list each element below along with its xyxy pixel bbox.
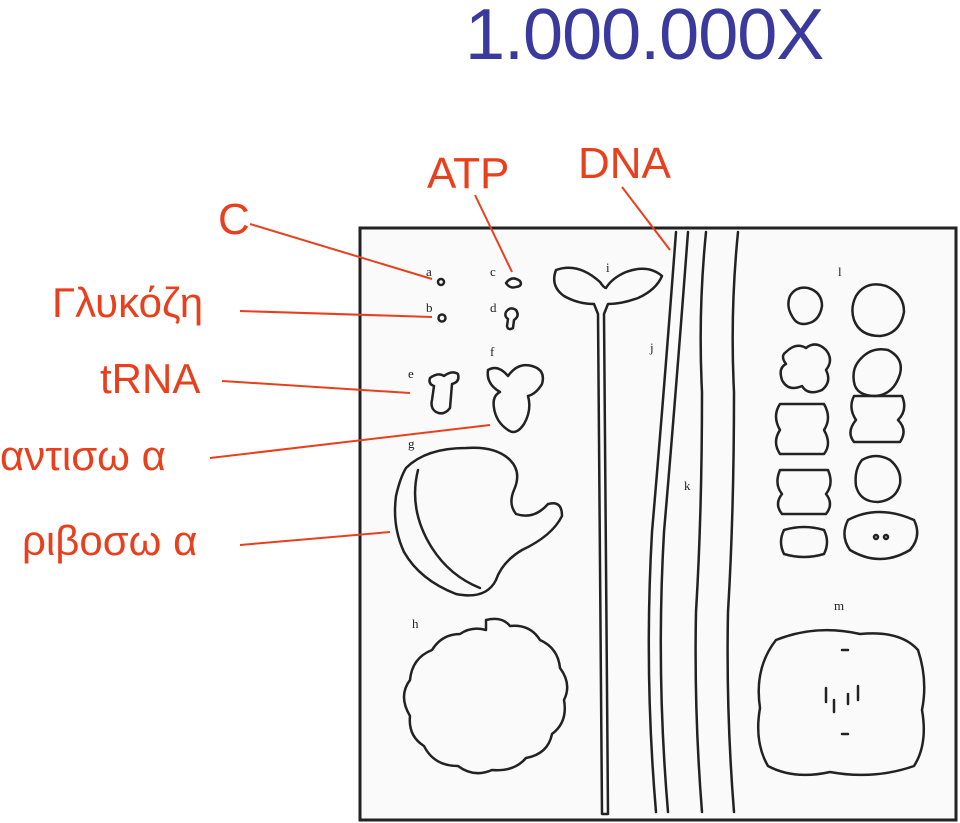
leader-trna xyxy=(221,380,411,394)
letter-c: c xyxy=(490,264,496,279)
label-atp: ATP xyxy=(427,149,510,198)
letter-l: l xyxy=(838,264,842,279)
molecule-m xyxy=(757,628,926,777)
molecule-g xyxy=(393,446,564,597)
label-glucose: Γλυκόζη xyxy=(52,279,204,326)
molecule-j xyxy=(647,230,678,814)
label-antibody: αντισω α xyxy=(0,432,166,479)
molecule-b xyxy=(437,313,447,323)
molecule-l xyxy=(787,286,824,326)
label-ribosome: ριβοσω α xyxy=(22,517,198,564)
leader-dna xyxy=(621,186,671,251)
leader-ribosome xyxy=(239,531,391,546)
molecule-a xyxy=(436,277,446,287)
molecule-d xyxy=(504,307,519,331)
magnification-title: 1.000.000X xyxy=(465,0,824,75)
molecule-i xyxy=(553,266,664,816)
letter-a: a xyxy=(426,264,432,279)
leader-c xyxy=(249,223,433,280)
letter-d: d xyxy=(490,300,497,315)
panel-letters: a b c d e f g h i j k l m xyxy=(408,260,844,631)
molecule-e xyxy=(428,371,460,415)
letter-m: m xyxy=(834,598,844,613)
letter-j: j xyxy=(649,340,654,355)
molecule-h xyxy=(402,617,569,775)
letter-i: i xyxy=(606,260,610,275)
molecule-f xyxy=(486,363,545,434)
letter-g: g xyxy=(408,436,415,451)
letter-k: k xyxy=(684,478,691,493)
letter-b: b xyxy=(426,300,433,315)
label-c: C xyxy=(218,195,250,244)
letter-h: h xyxy=(412,616,419,631)
molecule-c xyxy=(504,277,523,289)
panel-frame xyxy=(358,226,958,822)
molecule-k xyxy=(694,230,708,814)
leader-antibody xyxy=(209,424,491,459)
label-dna: DNA xyxy=(578,139,671,188)
letter-e: e xyxy=(408,366,414,381)
leader-lines xyxy=(209,186,671,546)
letter-f: f xyxy=(490,344,495,359)
leader-atp xyxy=(474,194,513,273)
leader-glucose xyxy=(239,310,433,318)
label-trna: tRNA xyxy=(100,355,201,402)
